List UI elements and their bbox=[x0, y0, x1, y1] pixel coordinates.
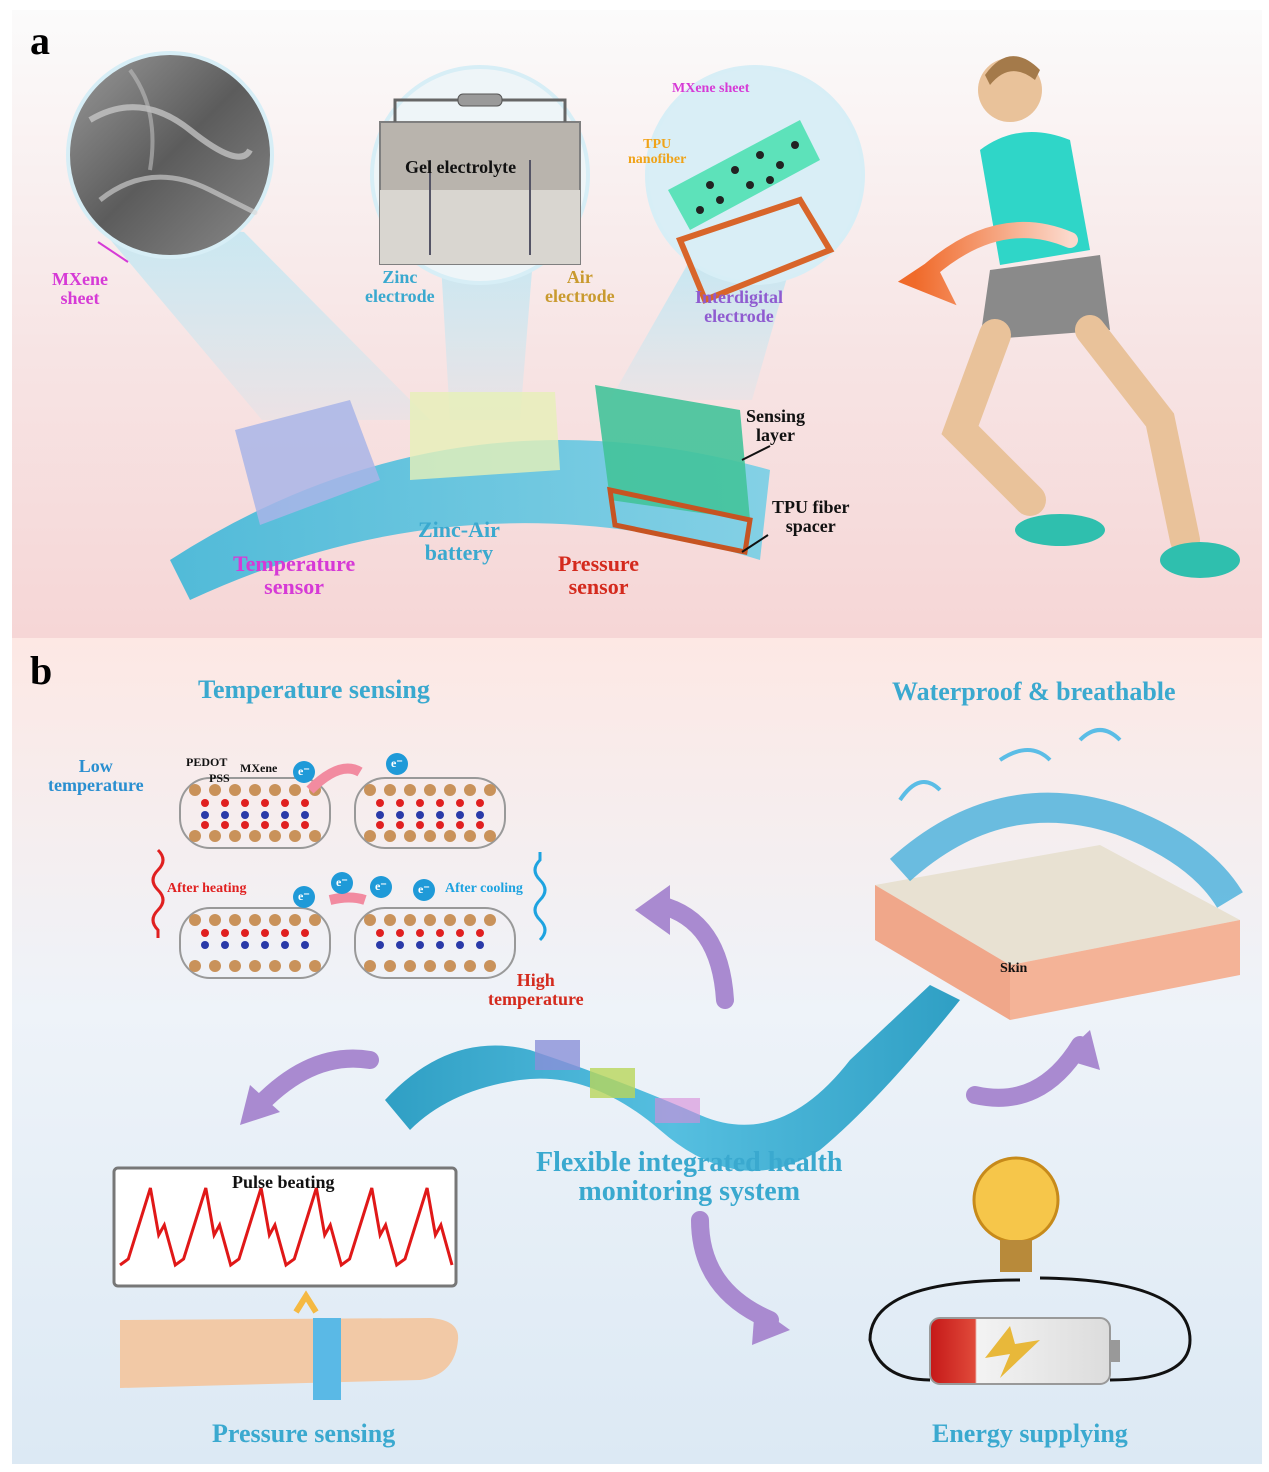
electron-label: e⁻ bbox=[391, 756, 403, 770]
flexible-ribbon-device bbox=[385, 985, 960, 1171]
sem-image-circle bbox=[66, 51, 274, 259]
after-heating-label: After heating bbox=[167, 881, 247, 896]
electron-balls bbox=[293, 753, 435, 908]
molecule-stack-top-left bbox=[179, 777, 331, 849]
mxene-sheet-label: MXene sheet bbox=[672, 81, 750, 96]
system-title: Flexible integrated health monitoring sy… bbox=[536, 1147, 843, 1208]
arrow-to-energy bbox=[691, 1211, 779, 1329]
molecule-stack-top-right bbox=[354, 777, 506, 849]
wrist-illustration bbox=[120, 1318, 459, 1388]
mxene-sheet-callout: MXene sheet bbox=[52, 269, 108, 308]
pulse-beating-label: Pulse beating bbox=[232, 1172, 335, 1192]
magnifier-beam-right bbox=[610, 260, 792, 400]
temperature-sensor-grid bbox=[235, 400, 380, 525]
zinc-electrode-label: Zinc electrode bbox=[365, 267, 435, 306]
electron-label: e⁻ bbox=[298, 889, 310, 903]
low-temperature-label: Low temperature bbox=[48, 756, 144, 795]
molecule-stack-bottom-right bbox=[354, 907, 516, 979]
electron-transfer-arrow-top bbox=[306, 763, 363, 794]
arrow-to-pressure-sensing bbox=[246, 1049, 379, 1119]
electron-label: e⁻ bbox=[418, 882, 430, 896]
light-bulb bbox=[972, 1156, 1060, 1244]
pss-label: PSS bbox=[209, 771, 230, 785]
pressure-sensing-title: Pressure sensing bbox=[212, 1419, 396, 1448]
electron-transfer-arrow-bottom bbox=[328, 892, 367, 905]
energy-supplying-title: Energy supplying bbox=[932, 1419, 1128, 1448]
cooling-squiggle-arrow bbox=[533, 852, 547, 942]
interdigital-electrode-label: Interdigital electrode bbox=[695, 287, 783, 326]
high-temperature-label: High temperature bbox=[488, 970, 584, 1009]
air-electrode-label: Air electrode bbox=[545, 267, 615, 306]
bulb-base bbox=[1000, 1240, 1032, 1272]
runner-arrow bbox=[897, 222, 1078, 306]
circuit-wire bbox=[868, 1276, 1192, 1382]
magnifier-beam-middle bbox=[440, 246, 534, 420]
electron-label: e⁻ bbox=[375, 879, 387, 893]
pulse-chart-frame bbox=[112, 1166, 458, 1288]
electron-label: e⁻ bbox=[336, 875, 348, 889]
zinc-air-battery-module bbox=[410, 392, 560, 480]
lightning-bolt bbox=[985, 1326, 1040, 1378]
pressure-sensor-label: Pressure sensor bbox=[558, 551, 640, 600]
tpu-nanofiber-label: TPU nanofiber bbox=[628, 137, 687, 167]
runner-illustration bbox=[941, 56, 1240, 578]
arrow-to-temperature-sensing bbox=[651, 896, 734, 1009]
pedot-label: PEDOT bbox=[186, 755, 228, 769]
after-cooling-label: After cooling bbox=[445, 881, 523, 896]
arrow-to-waterproof bbox=[966, 1036, 1089, 1107]
sensing-layer-label: Sensing layer bbox=[746, 406, 806, 445]
panel-b-letter: b bbox=[30, 648, 53, 693]
pressure-sensor-module bbox=[595, 385, 750, 520]
wrist-sensor-band bbox=[313, 1318, 341, 1400]
panel-a-letter: a bbox=[30, 18, 50, 63]
pulse-waveform bbox=[119, 1187, 454, 1268]
temperature-sensor-label: Temperature sensor bbox=[233, 551, 356, 600]
temperature-sensing-title: Temperature sensing bbox=[198, 675, 430, 704]
skin-label: Skin bbox=[1000, 961, 1028, 976]
pulse-arrow-up bbox=[293, 1290, 319, 1314]
heating-squiggle-arrow bbox=[151, 848, 165, 938]
zinc-air-battery-label: Zinc-Air battery bbox=[418, 517, 500, 566]
electron-label: e⁻ bbox=[298, 764, 310, 778]
molecule-stack-bottom-left bbox=[179, 907, 331, 979]
tpu-fiber-spacer-label: TPU fiber spacer bbox=[772, 497, 850, 536]
mxene-label: MXene bbox=[240, 761, 278, 775]
gel-electrolyte-label: Gel electrolyte bbox=[405, 157, 517, 177]
waterproof-breathable-title: Waterproof & breathable bbox=[892, 677, 1176, 706]
skin-block bbox=[875, 728, 1243, 1020]
magnifier-beam-left bbox=[92, 218, 430, 420]
